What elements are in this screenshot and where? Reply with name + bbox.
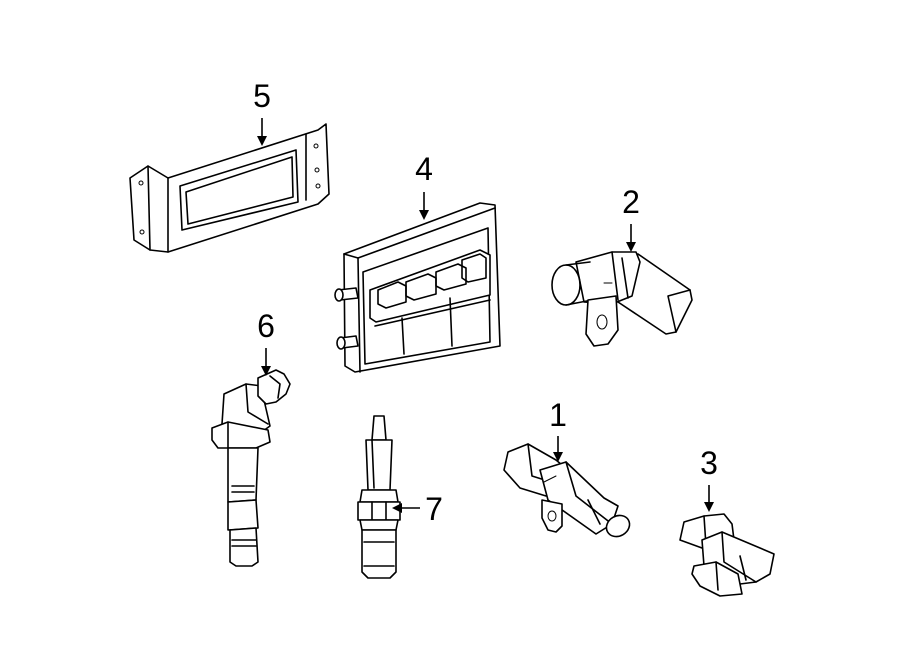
callout-2: 2 [622,184,640,252]
ignition-coil-part[interactable] [211,369,291,567]
callout-7-label: 7 [425,491,443,527]
callout-1: 1 [549,397,567,462]
callout-1-label: 1 [549,397,567,433]
control-module-part[interactable] [334,202,501,373]
callout-3-label: 3 [700,445,718,481]
callout-4: 4 [415,151,433,220]
sensor-1-part[interactable] [503,443,633,541]
callout-2-label: 2 [622,184,640,220]
sensor-3-part[interactable] [679,513,775,597]
callout-5-label: 5 [253,78,271,114]
callout-3: 3 [700,445,718,512]
callout-7: 7 [392,491,443,527]
spark-plug-part[interactable] [357,415,401,579]
sensor-2-part[interactable] [551,251,693,347]
bracket-part[interactable] [129,123,330,253]
callout-6-label: 6 [257,308,275,344]
callout-4-label: 4 [415,151,433,187]
callout-5: 5 [253,78,271,146]
callout-6: 6 [257,308,275,376]
